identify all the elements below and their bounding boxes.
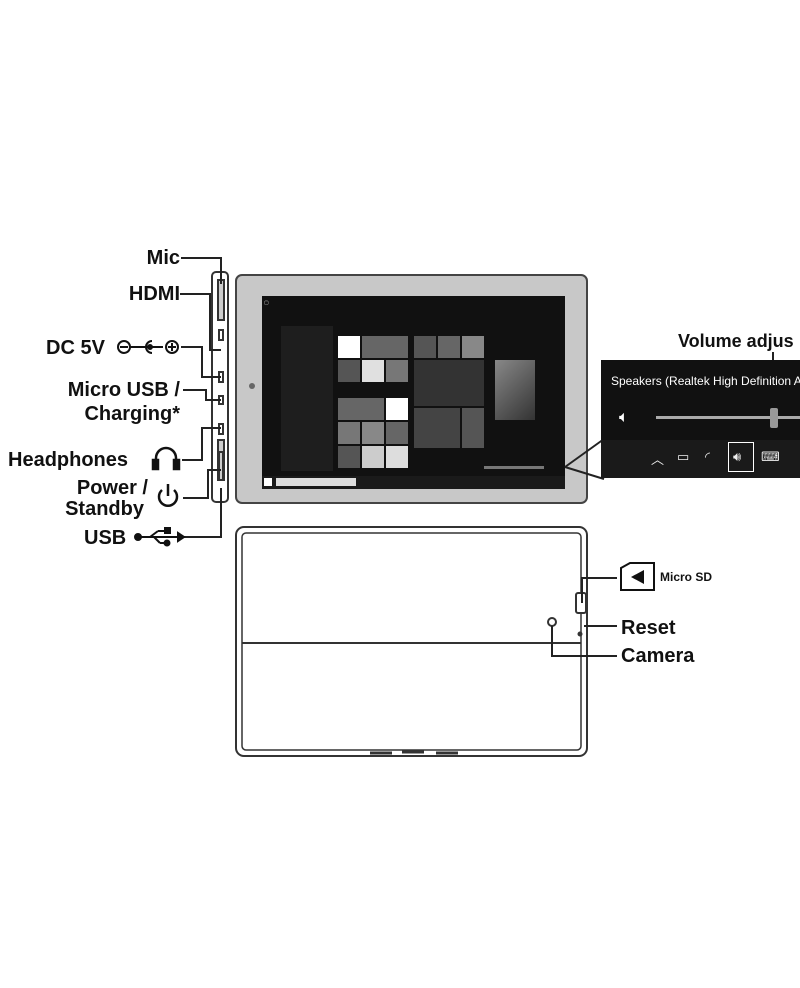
tablet-side-view: [211, 271, 229, 503]
usb-label: USB: [84, 527, 127, 549]
power-icon: [157, 484, 179, 507]
roblox-tile[interactable]: [338, 398, 384, 420]
power-label-line2: Standby: [65, 498, 144, 520]
skype-tile[interactable]: [338, 422, 360, 444]
camera-label: Camera: [621, 645, 695, 667]
game-tile[interactable]: [414, 408, 460, 448]
volume-popup: Speakers (Realtek High Definition Au 🔈︎ …: [601, 360, 800, 478]
groove-tile[interactable]: [438, 336, 460, 358]
micro-usb-label-line2: Charging*: [84, 403, 180, 425]
mail-tile[interactable]: [362, 336, 408, 358]
solitaire-tile[interactable]: [462, 408, 484, 448]
chevron-up-icon[interactable]: ︿: [651, 452, 665, 467]
start-button[interactable]: [264, 478, 272, 486]
popup-title: Speakers (Realtek High Definition Au: [611, 374, 800, 388]
calendar-tile[interactable]: [338, 336, 360, 358]
mini-volume-slider[interactable]: [484, 466, 544, 469]
volume-slider-thumb[interactable]: [770, 408, 778, 428]
reset-label: Reset: [621, 617, 676, 639]
tablet-back-view: [235, 526, 588, 757]
hdmi-label: HDMI: [128, 283, 180, 305]
micro-sd-label: Micro SD: [660, 570, 713, 584]
store-tile[interactable]: [386, 398, 408, 420]
battery-icon[interactable]: ▭: [677, 449, 690, 464]
micro-usb-label-line1: Micro USB /: [67, 379, 180, 401]
headphones-label: Headphones: [8, 449, 129, 471]
volume-slider-track[interactable]: [656, 416, 800, 419]
xbox-tile[interactable]: [414, 336, 436, 358]
onenote-tile[interactable]: [386, 360, 408, 382]
mail-app-tile[interactable]: [386, 446, 408, 468]
twitter-tile[interactable]: [362, 422, 384, 444]
edge-tile[interactable]: [338, 360, 360, 382]
micro-sd-card-icon: [620, 562, 655, 591]
tray-speaker-icon[interactable]: 🔊︎: [733, 449, 742, 464]
keyboard-icon[interactable]: ⌨︎: [761, 449, 780, 464]
dc-polarity-icon: [117, 340, 179, 354]
callout-lines-left: [180, 257, 222, 538]
movies-tile[interactable]: [462, 336, 484, 358]
skype-video-tile[interactable]: [386, 422, 408, 444]
speaker-icon[interactable]: 🔈︎: [619, 409, 629, 426]
tray-volume-selected[interactable]: [728, 442, 754, 472]
usb-icon: [134, 527, 186, 547]
wifi-icon[interactable]: ◜: [705, 449, 711, 464]
start-menu-list: [281, 326, 333, 471]
office-tile[interactable]: [362, 360, 384, 382]
volume-adjust-label: Volume adjus: [678, 331, 794, 351]
dc-label: DC 5V: [46, 337, 105, 359]
system-tray: [601, 440, 800, 478]
recycle-bin-icon: ▢: [264, 300, 269, 306]
weather-tile[interactable]: [338, 446, 360, 468]
power-label-line1: Power /: [76, 477, 148, 499]
drawboard-tile[interactable]: [362, 446, 384, 468]
photos-tile[interactable]: [414, 360, 484, 406]
taskbar-search-box[interactable]: [276, 478, 356, 486]
mic-label: Mic: [146, 247, 180, 269]
windows-logo-graphic: [495, 360, 535, 420]
headphones-icon: [151, 446, 181, 471]
